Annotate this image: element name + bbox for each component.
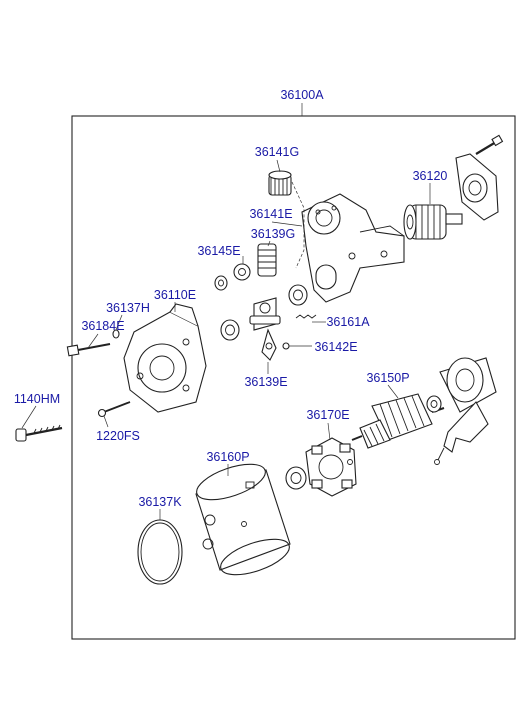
bolt-1140hm [15, 424, 63, 442]
ring-left-36139e [220, 319, 240, 341]
leader-36137h [115, 314, 123, 331]
leader-1140hm [21, 405, 37, 429]
pin-36142e [282, 342, 290, 350]
leader-36150p [387, 384, 399, 399]
label-36120: 36120 [413, 169, 448, 183]
label-36110e: 36110E [154, 288, 196, 302]
label-36100a: 36100A [280, 88, 324, 102]
oring-36137k [137, 519, 183, 585]
leader-36141e [271, 221, 303, 227]
yoke-36160p [195, 463, 291, 576]
label-36184e: 36184E [81, 319, 124, 333]
bearing-brush [285, 466, 307, 490]
leader-1220fs [103, 415, 109, 428]
label-36141g: 36141G [255, 145, 299, 159]
leader-36141g [276, 159, 281, 173]
gear-36141g [268, 170, 292, 196]
screw-1220fs [97, 401, 131, 418]
cover-36110e [123, 303, 207, 413]
label-36139g: 36139G [251, 227, 295, 241]
spring-36161a [295, 314, 317, 319]
label-36150p: 36150P [366, 371, 409, 385]
front-bracket [455, 153, 499, 221]
housing-36141e [301, 193, 405, 303]
bracket-bolt [475, 134, 504, 155]
label-36145e: 36145E [197, 244, 240, 258]
assembly-frame [71, 115, 516, 640]
label-1220fs: 1220FS [96, 429, 140, 443]
label-36137h: 36137H [106, 301, 150, 315]
solenoid [434, 357, 497, 465]
label-36141e: 36141E [249, 207, 292, 221]
shaft-dashed-line [291, 181, 305, 269]
brush-holder-36170e [305, 437, 357, 497]
lever-36139e [249, 297, 281, 361]
screw-36184e [66, 343, 111, 357]
label-36139e: 36139E [244, 375, 287, 389]
label-36160p: 36160P [206, 450, 249, 464]
leader-36139g [267, 240, 271, 247]
bearing-housing [288, 284, 308, 306]
label-36161a: 36161A [326, 315, 370, 329]
armature-36150p [351, 393, 445, 449]
leader-36170e [327, 422, 331, 441]
pinion-36120 [403, 204, 463, 240]
label-36142e: 36142E [314, 340, 357, 354]
washer-36145e [233, 263, 251, 281]
label-36137k: 36137K [138, 495, 182, 509]
bearing-armature [426, 395, 442, 413]
gear-36139g [257, 243, 277, 277]
label-1140hm: 1140HM [14, 392, 60, 406]
label-36170e: 36170E [306, 408, 349, 422]
leader-36184e [87, 333, 99, 349]
ring-small [214, 275, 228, 291]
